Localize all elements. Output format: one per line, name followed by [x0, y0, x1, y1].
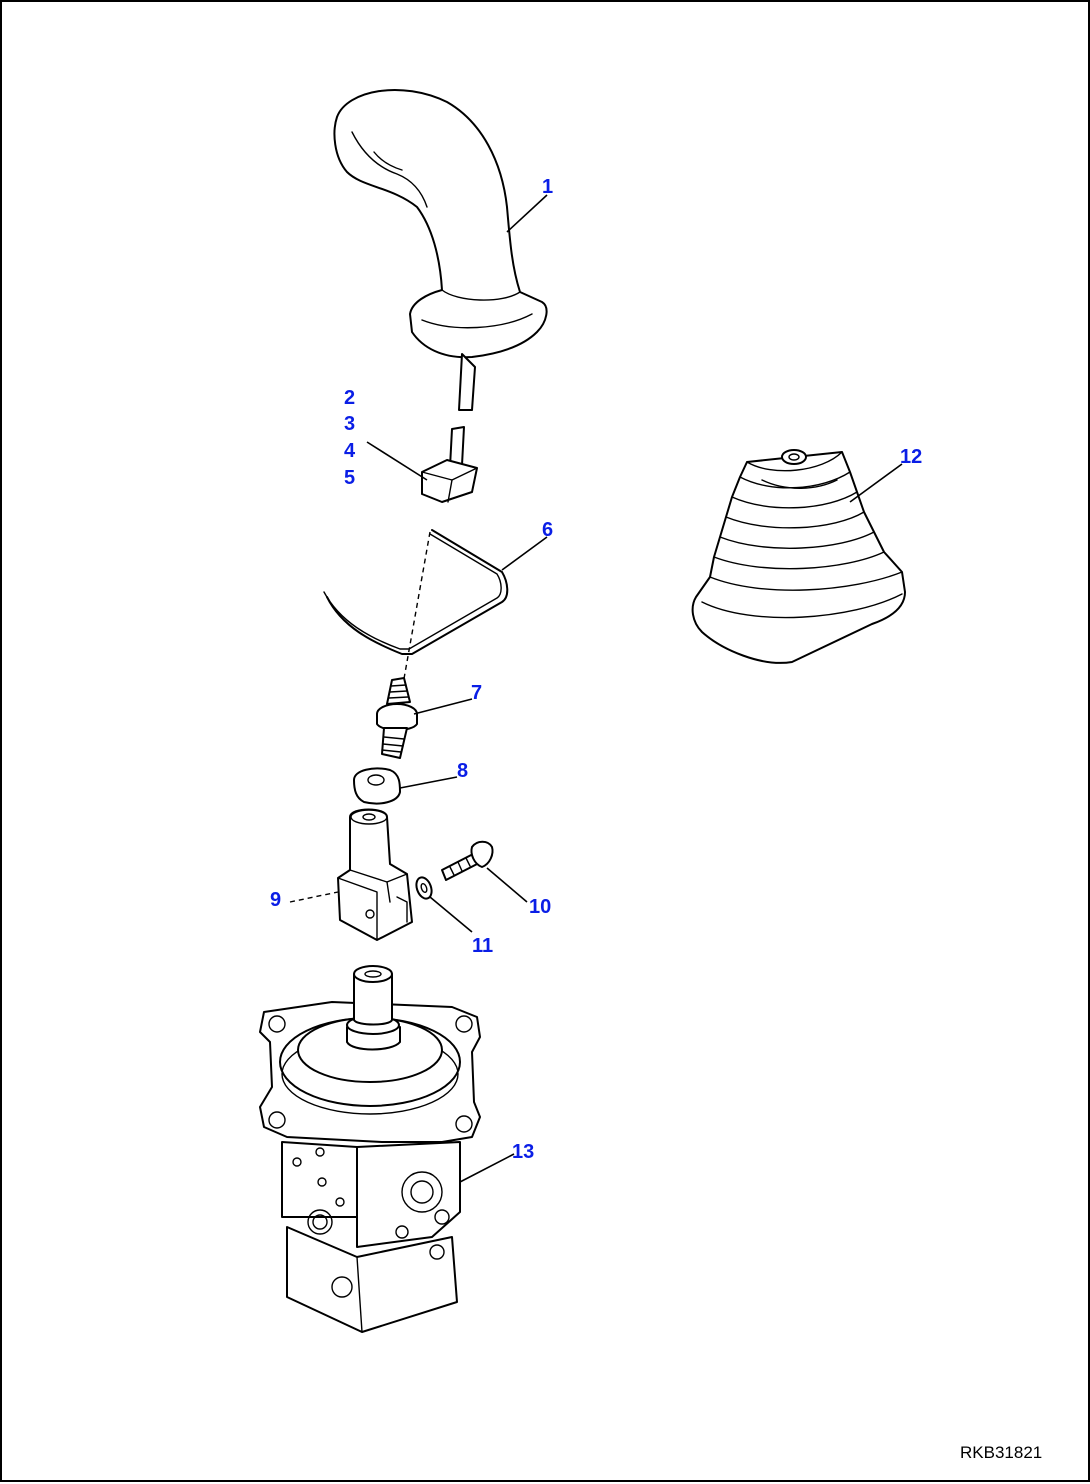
part-8-nut: 8	[353, 760, 468, 805]
part-12-boot: 12	[691, 446, 922, 664]
callout-1: 1	[542, 176, 553, 198]
callout-13: 13	[512, 1141, 534, 1163]
drawing-code: RKB31821	[960, 1443, 1042, 1462]
callout-4: 4	[344, 440, 356, 462]
callout-6: 6	[542, 519, 553, 541]
part-10-bolt: 10	[441, 840, 551, 918]
callout-9: 9	[270, 889, 281, 911]
callout-10: 10	[529, 896, 551, 918]
callout-11: 11	[472, 935, 493, 957]
callout-2: 2	[344, 387, 355, 409]
callout-7: 7	[471, 682, 482, 704]
part-6-wire: 6	[323, 519, 553, 691]
part-2-5-switch: 2 3 4 5	[344, 387, 478, 503]
part-13-valve: 13	[259, 965, 534, 1333]
part-9-joint: 9	[270, 808, 413, 941]
callout-5: 5	[344, 467, 355, 489]
callout-12: 12	[900, 446, 922, 468]
part-11-washer: 11	[415, 876, 493, 957]
callout-8: 8	[457, 760, 468, 782]
part-1-lever-grip: 1	[333, 89, 553, 411]
part-7-screw: 7	[376, 677, 482, 759]
callout-3: 3	[344, 413, 355, 435]
